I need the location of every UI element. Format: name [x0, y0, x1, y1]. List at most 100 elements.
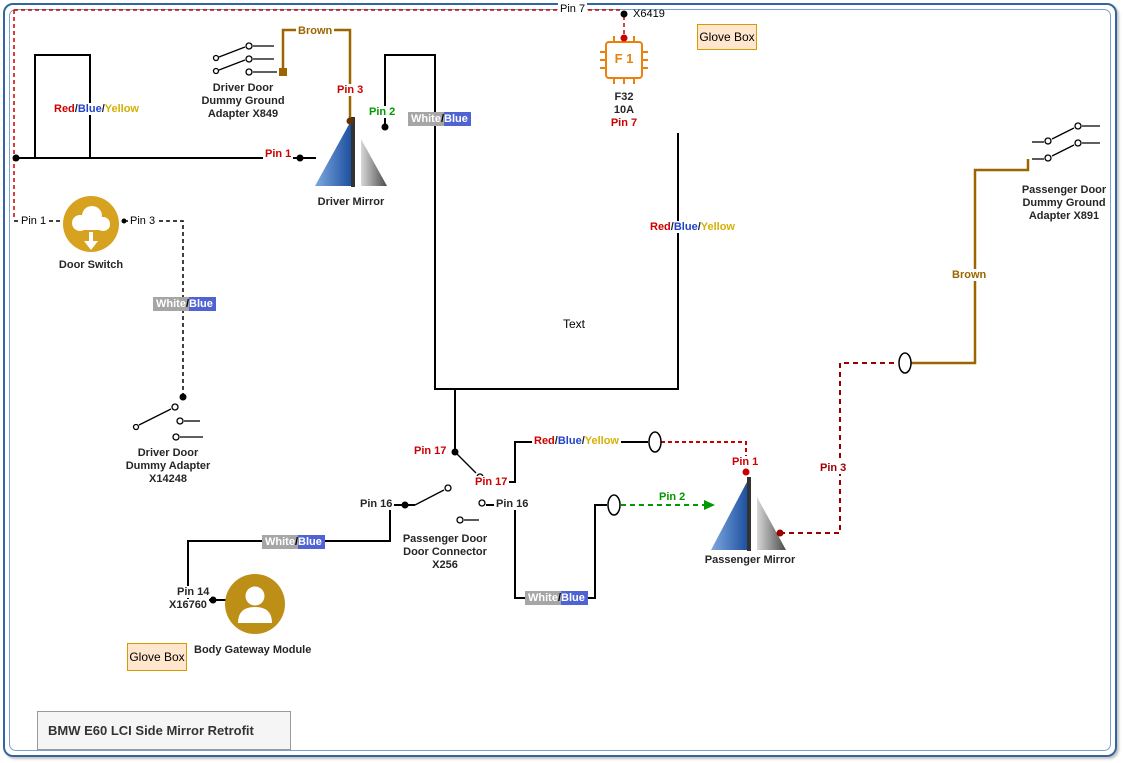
rby-right-text: Red/Blue/Yellow — [648, 221, 737, 233]
label-doorswitch-pin1: Pin 1 — [19, 215, 49, 228]
label-doorswitch-pin3: Pin 3 — [128, 215, 158, 228]
wb-blue-text: Blue — [298, 535, 325, 549]
label-brown-passenger: Brown — [950, 269, 989, 282]
rby-yellow: Yellow — [700, 221, 735, 233]
x849-switch-icon — [212, 42, 287, 76]
passenger-mirror-icon — [711, 477, 786, 551]
pin17-upper-text: Pin 17 — [412, 445, 449, 457]
wb-white-text: White — [525, 591, 558, 605]
wire-label-white-blue-bgm: White/Blue — [262, 535, 325, 549]
rby-red: Red — [650, 221, 671, 233]
label-pin3-driver: Pin 3 — [335, 84, 366, 97]
inline-connector-ellipses — [607, 352, 912, 516]
label-pin16-left: Pin 16 — [358, 498, 395, 511]
pin3-driver-text: Pin 3 — [335, 84, 366, 96]
x14248-name-line1: Driver Door — [137, 447, 199, 459]
label-pin2-driver: Pin 2 — [367, 106, 398, 119]
fuse-chip-label: F 1 — [614, 51, 634, 66]
wb-white-text: White — [153, 297, 186, 311]
label-brown-driver: Brown — [296, 25, 335, 38]
wb-white-text: White — [262, 535, 295, 549]
rby-sep2: / — [581, 435, 585, 447]
x891-name-line2: Dummy Ground — [1022, 197, 1106, 209]
x891-name-line3: Adapter X891 — [1028, 210, 1100, 222]
body-gateway-icon — [225, 574, 285, 634]
wb-white-text: White — [408, 112, 441, 126]
wb-sep-text: / — [557, 591, 562, 605]
x891-name: Passenger Door Dummy Ground Adapter X891 — [1004, 184, 1123, 223]
label-x6419: X6419 — [633, 8, 665, 20]
door-switch-icon — [63, 196, 119, 252]
wire-label-white-blue-left: White/Blue — [153, 297, 216, 311]
label-pin1-passenger: Pin 1 — [730, 456, 761, 469]
x14248-name: Driver Door Dummy Adapter X14248 — [108, 447, 228, 486]
wb-sep-text: / — [185, 297, 190, 311]
x14248-name-line3: X14248 — [149, 473, 187, 485]
brown-passenger-text: Brown — [950, 269, 989, 281]
dashed-red-wires — [13, 9, 747, 468]
rby-blue: Blue — [77, 103, 102, 115]
wire-label-rby-mid: Red/Blue/Yellow — [532, 435, 621, 448]
doorswitch-pin1-text: Pin 1 — [19, 215, 49, 227]
x891-name-line1: Passenger Door — [1021, 184, 1107, 196]
wb-sep-text: / — [440, 112, 445, 126]
x14248-switch-icon — [132, 403, 203, 441]
rby-sep2: / — [697, 221, 701, 233]
stray-text-label: Text — [563, 317, 586, 331]
wb-sep-text: / — [294, 535, 299, 549]
x849-name-line2: Dummy Ground — [201, 95, 285, 107]
rby-red: Red — [534, 435, 555, 447]
label-pin17-upper: Pin 17 — [412, 445, 449, 458]
fuse-icon — [600, 36, 648, 84]
wb-blue-text: Blue — [561, 591, 588, 605]
wire-label-rby-left: Red/Blue/Yellow — [52, 103, 141, 116]
label-pin7-top: Pin 7 — [558, 3, 588, 16]
x849-name: Driver Door Dummy Ground Adapter X849 — [183, 82, 303, 121]
fuse-name: F32 — [614, 91, 634, 103]
rby-blue: Blue — [673, 221, 698, 233]
body-gateway-label: Body Gateway Module — [194, 644, 312, 656]
label-pin16-right: Pin 16 — [494, 498, 531, 511]
driver-mirror-label: Driver Mirror — [317, 196, 385, 208]
label-pin1-driver: Pin 1 — [263, 148, 294, 161]
rby-yellow: Yellow — [584, 435, 619, 447]
green-arrowhead — [704, 500, 715, 510]
pin17-lower-text: Pin 17 — [473, 476, 510, 488]
pin1-passenger-text: Pin 1 — [730, 456, 761, 468]
rby-sep2: / — [101, 103, 105, 115]
green-dashed-wire — [621, 500, 715, 510]
rby-yellow: Yellow — [104, 103, 139, 115]
darkred-dashed-wire — [780, 362, 898, 534]
x256-name: Passenger Door Door Connector X256 — [385, 533, 505, 572]
wire-label-white-blue-bottom: White/Blue — [525, 591, 588, 605]
doorswitch-pin3-text: Pin 3 — [128, 215, 158, 227]
pin1-driver-text: Pin 1 — [263, 148, 294, 160]
label-pin2-passenger: Pin 2 — [657, 491, 688, 504]
label-pin14: Pin 14 — [175, 586, 212, 599]
x849-name-line1: Driver Door — [212, 82, 274, 94]
x16760-text: X16760 — [167, 599, 209, 611]
rby-mid-text: Red/Blue/Yellow — [532, 435, 621, 447]
glove-box-top: Glove Box — [697, 24, 757, 50]
glove-box-bottom: Glove Box — [127, 643, 187, 671]
x14248-name-line2: Dummy Adapter — [125, 460, 211, 472]
x891-switch-icon — [1032, 122, 1100, 162]
label-pin3-passenger: Pin 3 — [818, 462, 849, 475]
rby-blue: Blue — [557, 435, 582, 447]
brown-driver-text: Brown — [296, 25, 335, 37]
door-switch-label: Door Switch — [58, 259, 124, 271]
wire-label-rby-right: Red/Blue/Yellow — [648, 221, 737, 234]
wire-label-white-blue-driver: White/Blue — [408, 112, 471, 126]
pin2-passenger-text: Pin 2 — [657, 491, 688, 503]
label-pin17-lower: Pin 17 — [473, 476, 510, 489]
x256-name-line3: X256 — [432, 559, 458, 571]
pin3-passenger-text: Pin 3 — [818, 462, 849, 474]
rby-sep1: / — [74, 103, 78, 115]
junction-dots — [12, 10, 784, 604]
driver-mirror-icon — [315, 117, 387, 187]
rby-red: Red — [54, 103, 75, 115]
pin2-driver-text: Pin 2 — [367, 106, 398, 118]
diagram-title: BMW E60 LCI Side Mirror Retrofit — [37, 711, 291, 750]
